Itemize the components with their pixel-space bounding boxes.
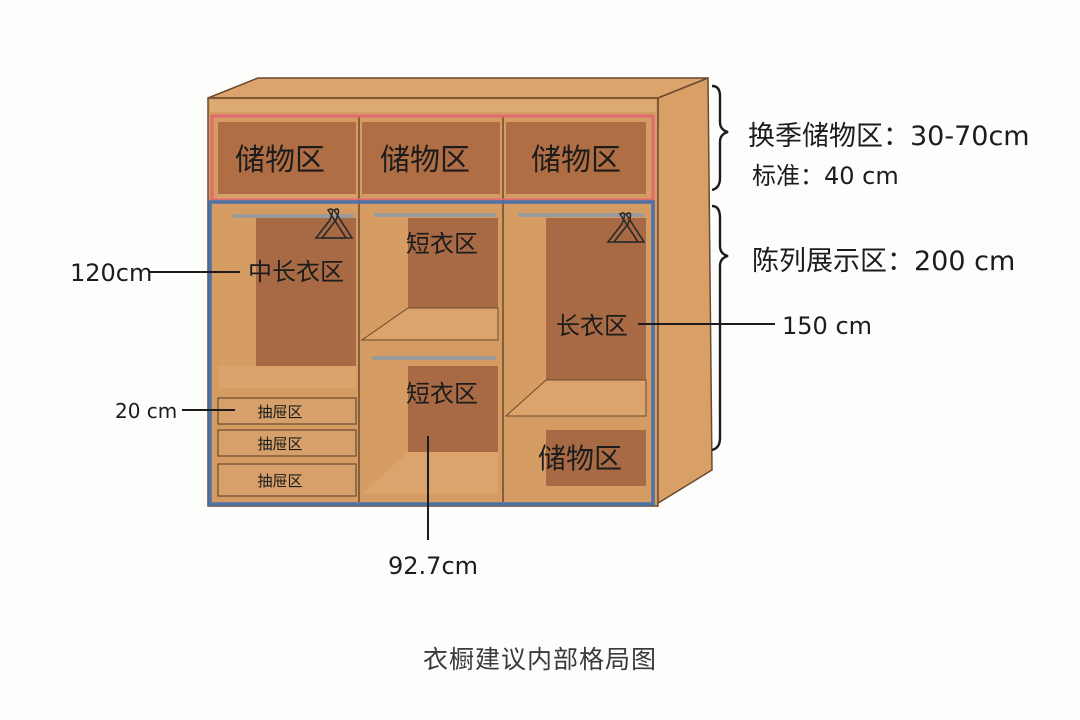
drawer-label-1: 抽屉区 <box>257 403 302 421</box>
zone-label-short-coat-top: 短衣区 <box>406 230 478 258</box>
drawer-2 <box>217 429 357 457</box>
middle-floor <box>362 452 498 494</box>
display-zone-brace <box>711 204 729 452</box>
zone-label-mid-long-coat: 中长衣区 <box>248 258 344 286</box>
display-zone-outline <box>208 200 655 506</box>
annotation-20cm: 20 cm <box>115 399 177 423</box>
annotation-150cm: 150 cm <box>782 312 872 340</box>
hanger-icon <box>314 208 354 239</box>
middle-top-back <box>408 218 498 308</box>
drawer-label-2: 抽屉区 <box>257 435 302 453</box>
right-hanging-side <box>506 205 546 416</box>
middle-top-side <box>362 205 408 340</box>
storage-cell-1 <box>218 122 356 194</box>
drawer-3 <box>217 463 357 497</box>
right-shelf <box>504 379 647 417</box>
storage-label-2: 储物区 <box>380 143 470 178</box>
cabinet-side-face <box>654 76 713 507</box>
zone-label-long-coat: 长衣区 <box>556 312 628 340</box>
middle-shelf <box>360 307 499 341</box>
annotation-120cm: 120cm <box>70 259 152 287</box>
storage-label-3: 储物区 <box>531 143 621 178</box>
left-hanging-side <box>218 205 256 385</box>
left-shelf <box>218 366 356 388</box>
zone-label-bottom-storage: 储物区 <box>538 442 622 475</box>
storage-zone-brace <box>711 84 729 192</box>
storage-cell-3 <box>506 122 646 194</box>
annotation-seasonal-zone: 换季储物区：30-70cm <box>748 121 1030 152</box>
storage-zone-outline <box>210 114 655 202</box>
right-bottom-storage-side <box>506 424 546 494</box>
annotation-standard: 标准：40 cm <box>752 162 899 190</box>
middle-bottom-side <box>362 348 408 494</box>
drawer-label-3: 抽屉区 <box>257 472 302 490</box>
hanger-icon <box>606 212 646 243</box>
right-hanging-back <box>546 218 646 380</box>
annotation-92cm: 92.7cm <box>388 552 478 580</box>
storage-label-1: 储物区 <box>235 143 325 178</box>
storage-cell-2 <box>362 122 500 194</box>
cabinet-top-rail <box>210 100 656 112</box>
middle-bottom-back <box>408 366 498 452</box>
cabinet-top-face <box>207 77 709 99</box>
annotation-display-zone: 陈列展示区：200 cm <box>752 246 1015 277</box>
right-bottom-storage-back <box>546 430 646 486</box>
zone-label-short-coat-bottom: 短衣区 <box>406 380 478 408</box>
diagram-caption: 衣橱建议内部格局图 <box>422 645 657 674</box>
left-hanging-back <box>256 218 356 366</box>
